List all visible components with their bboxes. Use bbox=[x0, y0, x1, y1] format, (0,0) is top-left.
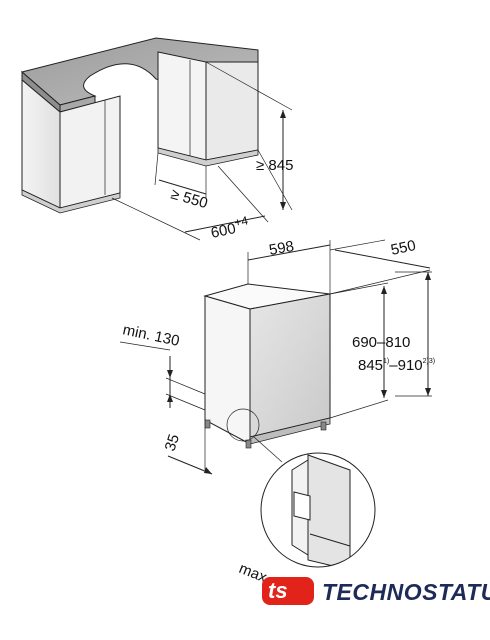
width-label: 600+4 bbox=[208, 213, 251, 242]
svg-text:ts: ts bbox=[268, 578, 288, 603]
ts-logo-icon: ts bbox=[262, 577, 314, 605]
detail-view: max bbox=[237, 452, 376, 587]
depth-550-label: 550 bbox=[389, 237, 417, 259]
left-cabinet-plinth bbox=[21, 189, 121, 214]
height-label: ≥ 845 bbox=[256, 157, 293, 174]
foot-left bbox=[204, 419, 211, 429]
brand-name: TECHNOSTATUS bbox=[322, 579, 490, 605]
brand-logo: ts TECHNOSTATUS bbox=[262, 577, 490, 605]
width-598-label: 598 bbox=[268, 238, 296, 259]
plinth-min-label: min. 130 bbox=[121, 321, 181, 350]
right-cabinet-side bbox=[157, 51, 207, 161]
left-cabinet-front bbox=[59, 95, 121, 209]
foot-front-right bbox=[320, 421, 327, 431]
plinth-35-label: 35 bbox=[162, 432, 183, 453]
detail-circle bbox=[260, 452, 376, 568]
depth-label: ≥ 550 bbox=[169, 186, 210, 213]
dishwasher-drawing bbox=[203, 283, 331, 463]
kitchen-niche-drawing bbox=[20, 37, 259, 214]
detail-marker bbox=[226, 408, 260, 442]
dishwasher-door bbox=[249, 293, 331, 438]
foot-front-left bbox=[245, 439, 252, 449]
height-range-label: 690–810 bbox=[352, 334, 410, 351]
height-total-label: 8451)–9102)3) bbox=[358, 357, 435, 374]
